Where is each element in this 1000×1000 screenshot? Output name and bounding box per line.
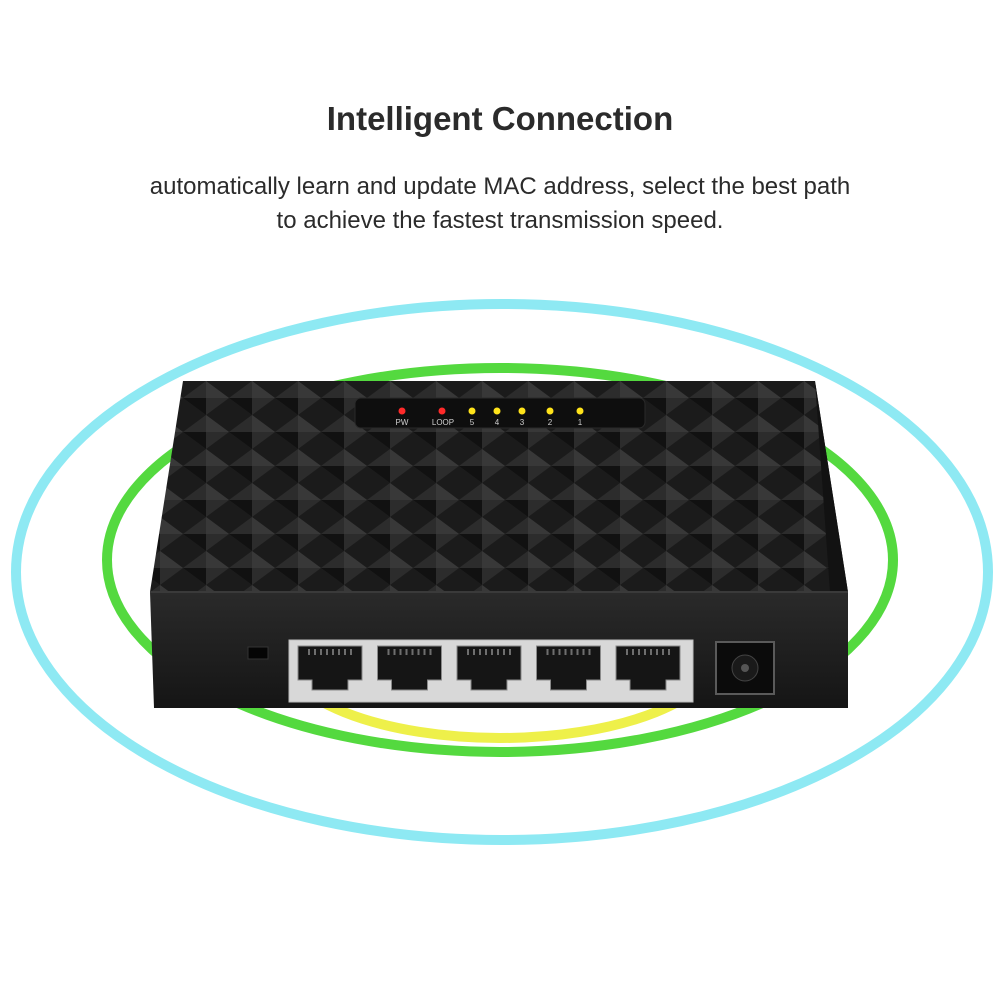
led-indicators: [398, 407, 584, 415]
headline: Intelligent Connection: [326, 100, 674, 137]
led-port-2: [546, 407, 554, 415]
led-label-1: 1: [578, 418, 583, 427]
led-label-loop: LOOP: [432, 418, 454, 427]
ethernet-port: [377, 645, 442, 691]
ethernet-port: [297, 645, 363, 691]
description-line-1: automatically learn and update MAC addre…: [149, 173, 851, 200]
description: automatically learn and update MAC addre…: [60, 170, 940, 238]
led-port-4: [493, 407, 501, 415]
led-pw: [398, 407, 406, 415]
network-switch: PW LOOP 5 4 3 2 1: [150, 381, 848, 708]
led-panel: [354, 397, 646, 429]
led-label-pw: PW: [396, 418, 409, 427]
description-line-2: to achieve the fastest transmission spee…: [276, 207, 724, 234]
led-label-3: 3: [520, 418, 525, 427]
ethernet-port: [536, 645, 601, 691]
outer-signal-ring: [11, 299, 993, 845]
led-label-2: 2: [548, 418, 553, 427]
led-port-1: [576, 407, 584, 415]
ethernet-ports: [297, 645, 681, 691]
led-port-5: [468, 407, 476, 415]
reset-slot: [247, 646, 269, 660]
switch-top-surface: [150, 381, 848, 592]
ethernet-port: [456, 645, 522, 691]
middle-signal-ring: [102, 363, 898, 757]
led-loop: [438, 407, 446, 415]
led-port-3: [518, 407, 526, 415]
power-jack: [715, 641, 775, 695]
led-label-4: 4: [495, 418, 500, 427]
led-label-5: 5: [470, 418, 475, 427]
led-labels: PW LOOP 5 4 3 2 1: [396, 418, 583, 427]
ethernet-port: [615, 645, 681, 691]
